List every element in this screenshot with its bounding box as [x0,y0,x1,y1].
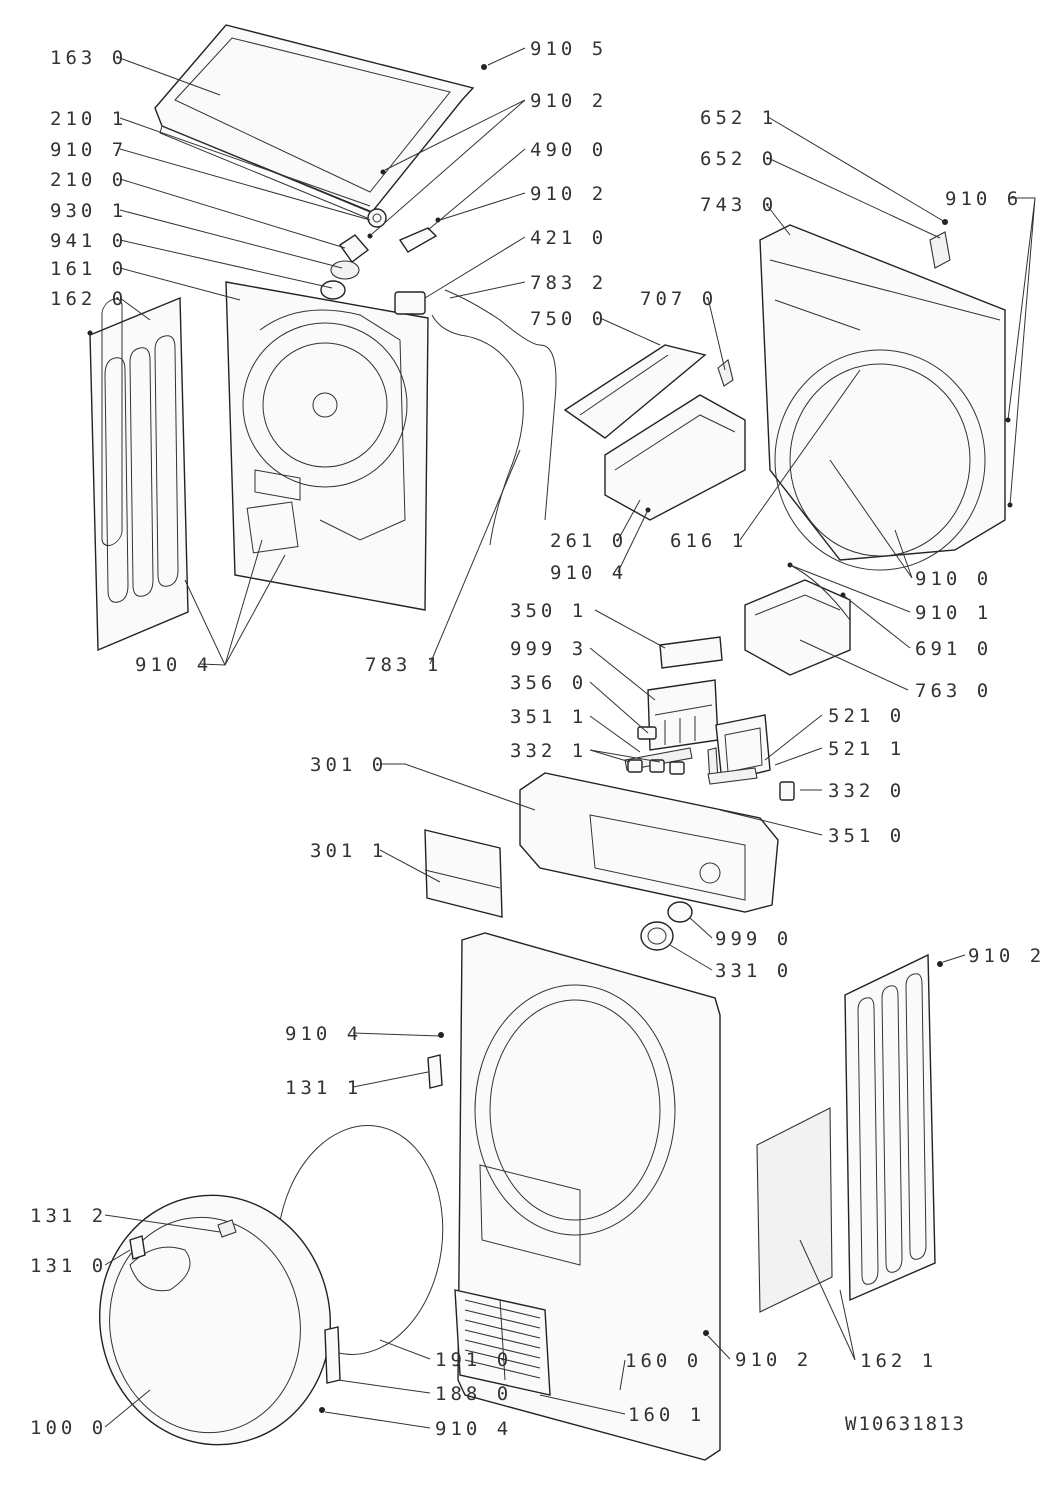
part-label: 131 1 [285,1077,362,1099]
water-container-part [563,344,746,521]
part-label: 191 0 [435,1349,512,1371]
left-side-panel-part [89,296,189,652]
part-label: 910 4 [135,654,212,676]
part-label: 351 0 [828,825,905,847]
part-label: 162 1 [860,1350,937,1372]
right-side-panel-part [756,953,943,1313]
part-label: 999 0 [715,928,792,950]
part-label: 160 1 [628,1404,705,1426]
rear-panel-part [225,281,429,611]
part-label: 743 0 [700,194,777,216]
part-label: 910 4 [435,1418,512,1440]
part-label: 521 0 [828,705,905,727]
part-label: 301 1 [310,840,387,862]
lint-filter-part [744,562,851,676]
part-label: 999 3 [510,638,587,660]
part-label: 750 0 [530,308,607,330]
part-label: 910 2 [735,1349,812,1371]
part-labels: 163 0 910 5 210 1 910 2 910 7 490 0 210 … [30,38,1045,1440]
part-label: 707 0 [640,288,717,310]
part-label: 691 0 [915,638,992,660]
part-label: 910 2 [968,945,1045,967]
sensor-parts [394,217,441,315]
part-label: 131 0 [30,1255,107,1277]
part-label: 910 1 [915,602,992,624]
part-label: 356 0 [510,672,587,694]
part-label: 941 0 [50,230,127,252]
part-label: 131 2 [30,1205,107,1227]
document-id: W10631813 [845,1413,966,1435]
part-label: 910 0 [915,568,992,590]
part-label: 162 0 [50,288,127,310]
part-label: 616 1 [670,530,747,552]
control-panel-part [424,772,779,951]
hinge-part [87,64,487,1089]
part-label: 521 1 [828,738,905,760]
part-label: 301 0 [310,754,387,776]
part-label: 490 0 [530,139,607,161]
part-label: 763 0 [915,680,992,702]
part-label: 210 0 [50,169,127,191]
part-label: 783 2 [530,272,607,294]
part-label: 261 0 [550,530,627,552]
part-label: 331 0 [715,960,792,982]
part-label: 652 1 [700,107,777,129]
part-label: 910 4 [550,562,627,584]
part-label: 163 0 [50,47,127,69]
part-label: 350 1 [510,600,587,622]
part-label: 100 0 [30,1417,107,1439]
kickplate-grille-part [454,1289,551,1396]
part-label: 161 0 [50,258,127,280]
part-label: 188 0 [435,1383,512,1405]
part-label: 910 2 [530,90,607,112]
front-bulkhead-part [759,219,1013,571]
part-label: 910 6 [945,188,1022,210]
control-boards-part [624,636,795,801]
leader-lines [104,47,1036,1429]
part-label: 210 1 [50,108,127,130]
door-part [98,1194,341,1446]
part-label: 930 1 [50,200,127,222]
part-label: 652 0 [700,148,777,170]
top-lid-part [154,24,475,221]
part-label: 160 0 [625,1350,702,1372]
part-label: 910 7 [50,139,127,161]
part-label: 910 5 [530,38,607,60]
part-label: 332 0 [828,780,905,802]
part-label: 351 1 [510,706,587,728]
part-label: 910 2 [530,183,607,205]
bearing-parts [320,169,387,300]
part-label: 783 1 [365,654,442,676]
part-label: 421 0 [530,227,607,249]
part-label: 910 4 [285,1023,362,1045]
part-label: 332 1 [510,740,587,762]
